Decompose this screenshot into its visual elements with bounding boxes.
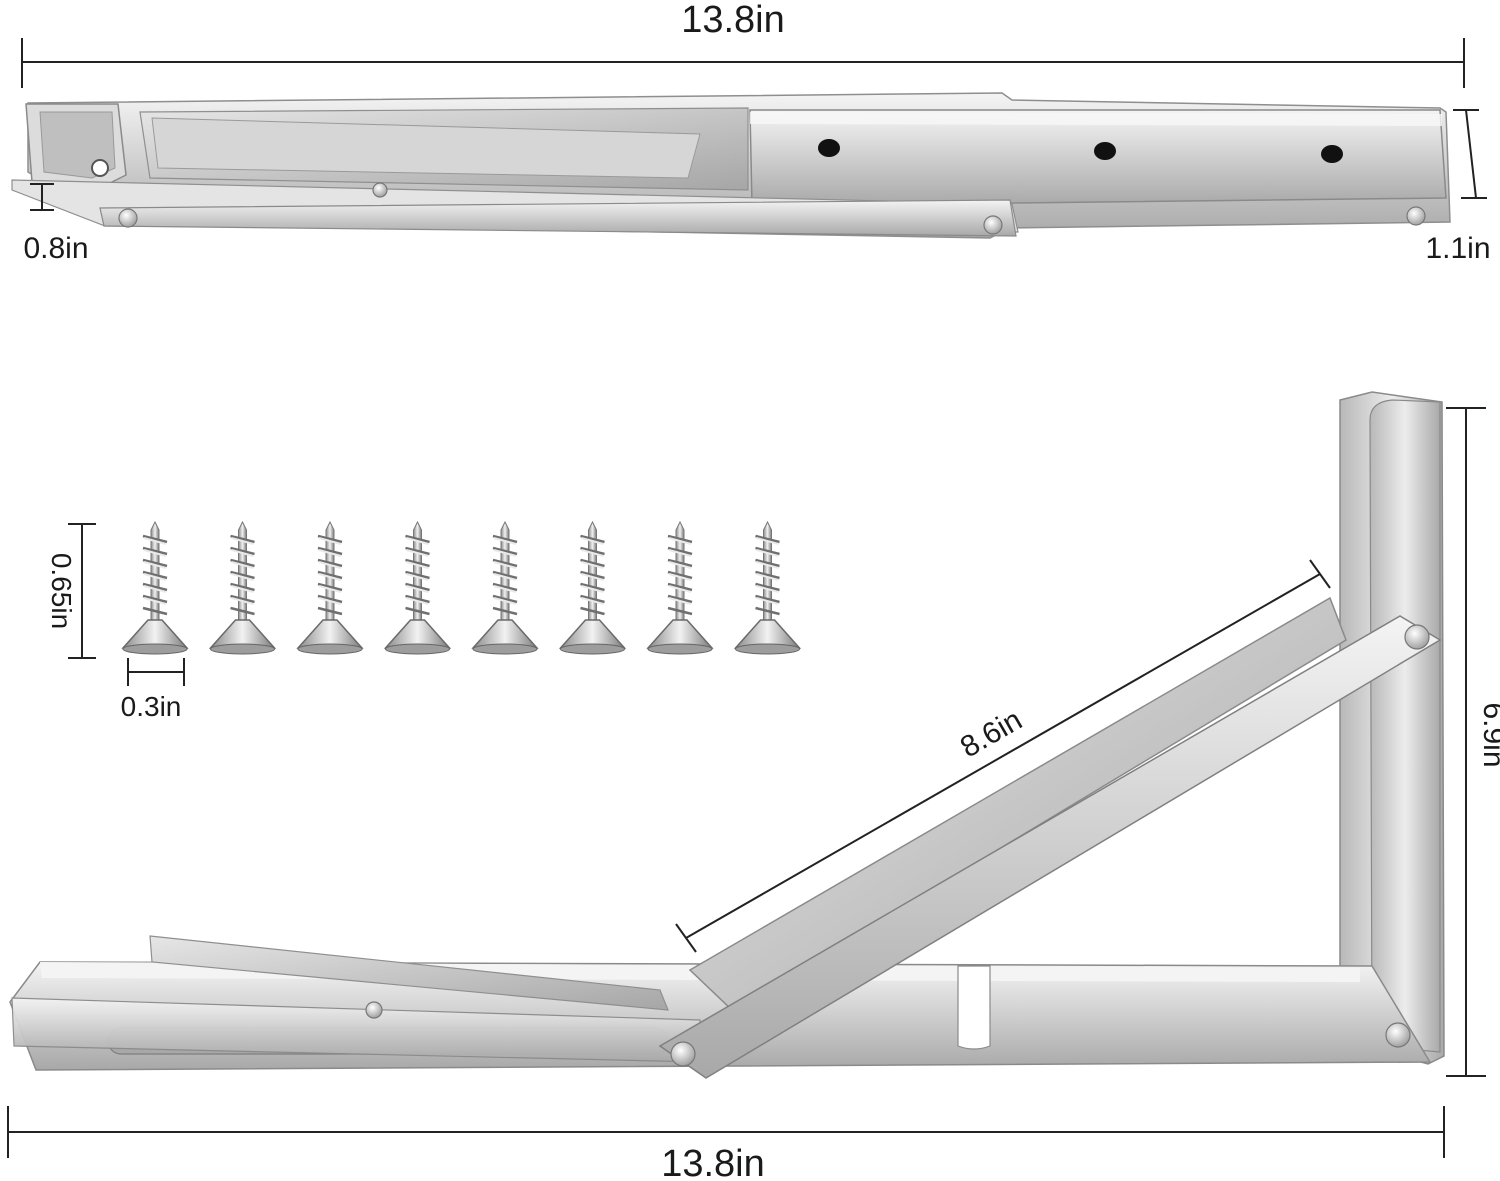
screw [559,520,626,656]
bottom-length-dimension [7,1106,1445,1158]
screw [646,520,714,656]
screw [384,520,451,656]
top-length-label: 13.8in [681,0,785,41]
screw [209,520,276,656]
screw [471,520,539,656]
screw-length-dimension [68,523,96,659]
screw-length-label: 0.65in [46,553,77,629]
screw [734,520,801,656]
right-height-dimension [1453,109,1487,199]
bottom-length-label: 13.8in [661,1143,765,1181]
screw [121,520,189,656]
brace-length-label: 8.6in [955,703,1028,764]
brace-length-dimension [675,559,1331,953]
vertical-height-dimension [1446,407,1486,1077]
top-length-dimension [21,38,1465,88]
screw [296,520,364,656]
left-height-label: 0.8in [23,232,88,265]
right-height-label: 1.1in [1425,232,1490,265]
screw-set [121,520,801,656]
left-height-dimension [30,183,54,211]
vertical-height-label: 6.9in [1477,702,1500,767]
screw-head-label: 0.3in [121,691,182,722]
folded-bracket-image [11,92,1451,239]
open-bracket-image [9,391,1445,1079]
screw-head-dimension [127,658,185,686]
